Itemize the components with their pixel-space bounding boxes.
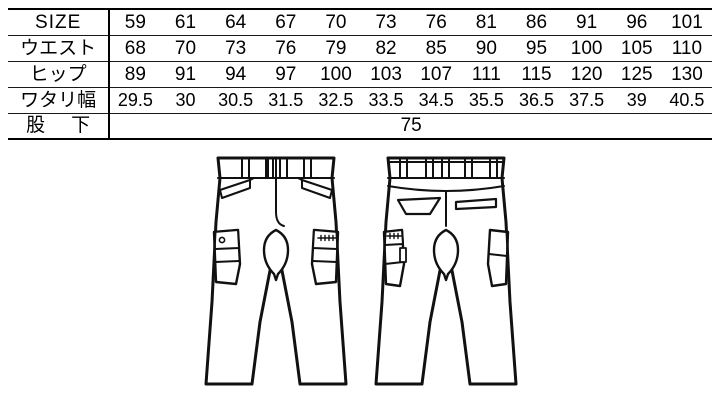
cell: 39 (626, 90, 647, 110)
back-pocket-left (396, 196, 442, 216)
cargo-pocket-right-divider (312, 260, 338, 263)
cell: 94 (225, 63, 247, 85)
cell: 35.5 (468, 90, 504, 110)
table-row: ウエスト 68 70 73 76 79 82 85 90 95 100 105 … (8, 35, 712, 61)
cell: 36.5 (518, 90, 554, 110)
cell: 29.5 (117, 90, 153, 110)
size-chart-table: SIZE 59 61 64 67 70 73 76 81 86 91 96 10… (8, 8, 712, 140)
side-seam-left (375, 221, 387, 385)
cell: 61 (174, 11, 197, 33)
cell: 34.5 (418, 90, 454, 110)
snap-button-icon (218, 236, 226, 244)
cell: 33.5 (368, 90, 404, 110)
cargo-pocket-right-divider (488, 253, 508, 257)
cell: 110 (671, 37, 703, 59)
cell: 70 (325, 11, 347, 33)
crotch-curve (432, 228, 460, 282)
side-seam-right (335, 221, 347, 385)
back-yoke-seam (387, 185, 505, 192)
cell: 111 (471, 63, 501, 85)
table-row: SIZE 59 61 64 67 70 73 76 81 86 91 96 10… (8, 9, 712, 35)
cell: 86 (525, 11, 548, 33)
cell-inseam-value: 75 (400, 115, 422, 137)
row-label-waist: ウエスト (8, 35, 111, 61)
pocket-tab-icon (399, 247, 407, 263)
row-label-thigh-width: ワタリ幅 (8, 87, 111, 113)
cell: 68 (124, 37, 146, 59)
front-slant-pocket-right (301, 179, 333, 199)
cell: 37.5 (569, 90, 605, 110)
pants-front-view (196, 152, 356, 392)
pants-back-view (366, 152, 526, 392)
side-seam-left (205, 221, 217, 385)
row-label-size: SIZE (8, 9, 111, 35)
cell: 105 (620, 37, 653, 59)
cell: 67 (275, 11, 297, 33)
row-label-hip: ヒップ (8, 61, 111, 87)
cell: 91 (174, 63, 197, 85)
cell: 125 (620, 63, 653, 85)
front-pocket-opening-right (297, 177, 303, 181)
table-row: 股下 75 (8, 113, 712, 139)
cell: 76 (275, 37, 297, 59)
size-chart: SIZE 59 61 64 67 70 73 76 81 86 91 96 10… (8, 8, 712, 140)
cell: 130 (671, 63, 703, 85)
front-slant-pocket-left (219, 179, 251, 199)
cell: 76 (425, 11, 447, 33)
cell: 31.5 (268, 90, 304, 110)
cell: 95 (525, 37, 548, 59)
cell: 79 (325, 37, 347, 59)
front-pocket-opening-left (249, 177, 255, 181)
cell: 89 (124, 63, 146, 85)
cell: 82 (375, 37, 397, 59)
cell: 70 (174, 37, 197, 59)
cell: 73 (375, 11, 397, 33)
cell: 30 (175, 90, 196, 110)
row-label-inseam: 股下 (8, 113, 111, 139)
cell: 59 (124, 11, 146, 33)
cell: 40.5 (669, 90, 705, 110)
cell: 96 (626, 11, 648, 33)
cell: 90 (475, 37, 497, 59)
side-seam-right (505, 221, 517, 385)
cargo-pocket-left-divider (214, 260, 240, 263)
cell: 81 (475, 11, 497, 33)
cell: 115 (521, 63, 552, 85)
cell: 101 (671, 11, 703, 33)
cell: 103 (370, 63, 402, 85)
cell: 100 (320, 63, 352, 85)
fly-seam (275, 157, 285, 227)
cell: 30.5 (218, 90, 254, 110)
product-illustrations (0, 152, 720, 400)
cargo-pocket-left-flap (213, 229, 240, 250)
cell: 32.5 (318, 90, 354, 110)
crotch-curve (262, 228, 290, 282)
cell: 91 (576, 11, 598, 33)
back-pocket-right (454, 197, 498, 211)
cell: 120 (570, 63, 603, 85)
cell: 107 (420, 63, 453, 85)
table-row: ヒップ 89 91 94 97 100 103 107 111 115 120 … (8, 61, 712, 87)
cell: 97 (275, 63, 297, 85)
cell: 100 (570, 37, 603, 59)
table-row: ワタリ幅 29.5 30 30.5 31.5 32.5 33.5 34.5 35… (8, 87, 712, 113)
size-chart-body: SIZE 59 61 64 67 70 73 76 81 86 91 96 10… (8, 9, 712, 139)
cell: 73 (225, 37, 247, 59)
cargo-pocket-right (486, 228, 510, 288)
row-label-inseam-part2: 下 (71, 115, 91, 137)
row-label-inseam-part1: 股 (26, 115, 46, 137)
cell: 64 (225, 11, 247, 33)
cell: 85 (425, 37, 447, 59)
